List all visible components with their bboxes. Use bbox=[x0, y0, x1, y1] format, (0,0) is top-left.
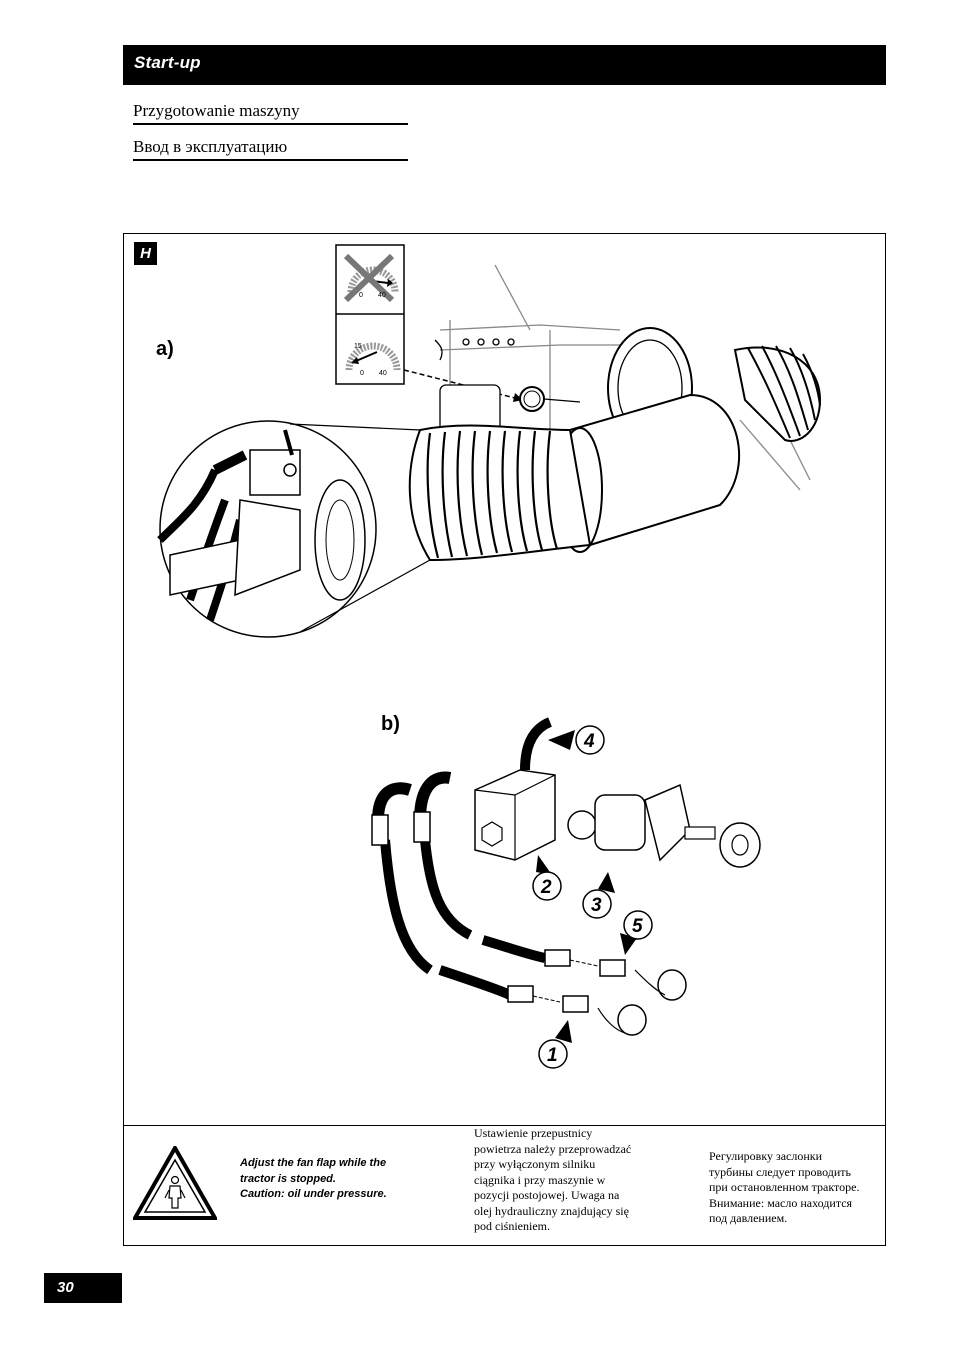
section-header-bar: Start-up bbox=[123, 45, 886, 85]
note-line: Внимание: масло находится bbox=[709, 1195, 853, 1210]
hydraulic-assembly bbox=[371, 717, 761, 1036]
svg-text:0: 0 bbox=[360, 370, 364, 377]
warning-triangle-icon bbox=[133, 1146, 217, 1220]
note-line: Регулировку заслонки bbox=[709, 1149, 823, 1163]
gauge-crossed-icon: 0 40 bbox=[343, 253, 399, 303]
page-number-box: 30 bbox=[44, 1273, 122, 1303]
note-line: powietrza należy przeprowadzać bbox=[474, 1141, 632, 1156]
gauge-panel: 0 40 15 0 40 bbox=[335, 244, 523, 402]
svg-text:3: 3 bbox=[591, 895, 602, 916]
gauge-correct-icon: 15 0 40 bbox=[345, 342, 401, 377]
figure-frame bbox=[123, 233, 886, 1246]
note-line: przy wyłączonym silniku bbox=[474, 1157, 596, 1171]
note-line: турбины следует проводить bbox=[709, 1164, 852, 1179]
svg-text:0: 0 bbox=[359, 292, 363, 299]
note-line: Caution: oil under pressure. bbox=[240, 1188, 387, 1200]
note-line: ciągnika i przy maszynie w bbox=[474, 1172, 606, 1187]
subtitle-polish: Przygotowanie maszyny bbox=[133, 101, 408, 125]
note-english: Adjust the fan flap while the tractor is… bbox=[240, 1156, 440, 1203]
callout-5: 5 bbox=[620, 910, 653, 955]
svg-text:1: 1 bbox=[547, 1045, 558, 1066]
detail-circle bbox=[157, 420, 431, 638]
callout-2: 2 bbox=[532, 855, 562, 901]
label-a: a) bbox=[156, 338, 174, 360]
note-polish: Ustawienie przepustnicy powietrza należy… bbox=[474, 1126, 659, 1235]
note-line: при остановленном тракторе. bbox=[709, 1180, 860, 1194]
note-line: Ustawienie przepustnicy bbox=[474, 1126, 593, 1140]
svg-text:40: 40 bbox=[379, 370, 387, 377]
svg-text:40: 40 bbox=[378, 292, 386, 299]
svg-text:5: 5 bbox=[632, 916, 643, 937]
callout-1: 1 bbox=[538, 1020, 572, 1069]
note-line: Adjust the fan flap while the bbox=[240, 1157, 387, 1169]
figure-badge: H bbox=[134, 242, 157, 265]
note-line: tractor is stopped. bbox=[240, 1172, 336, 1185]
figure-divider bbox=[123, 1125, 886, 1126]
svg-text:2: 2 bbox=[540, 877, 552, 898]
note-line: pozycji postojowej. Uwaga na bbox=[474, 1188, 620, 1202]
note-russian: Регулировку заслонки турбины следует про… bbox=[709, 1149, 884, 1227]
callout-3: 3 bbox=[582, 872, 615, 919]
note-line: под давлением. bbox=[709, 1211, 788, 1225]
note-line: pod ciśnieniem. bbox=[474, 1219, 550, 1233]
section-title: Start-up bbox=[134, 53, 201, 72]
label-b: b) bbox=[381, 713, 400, 735]
svg-text:4: 4 bbox=[583, 731, 595, 752]
callout-4: 4 bbox=[548, 725, 605, 755]
subtitle-russian: Ввод в эксплуатацию bbox=[133, 137, 408, 161]
machine-drawing bbox=[408, 264, 822, 562]
svg-text:15: 15 bbox=[354, 343, 362, 350]
page-number: 30 bbox=[57, 1279, 74, 1296]
note-line: olej hydrauliczny znajdujący się bbox=[474, 1203, 629, 1218]
callouts: 4 2 3 5 1 bbox=[532, 725, 653, 1069]
